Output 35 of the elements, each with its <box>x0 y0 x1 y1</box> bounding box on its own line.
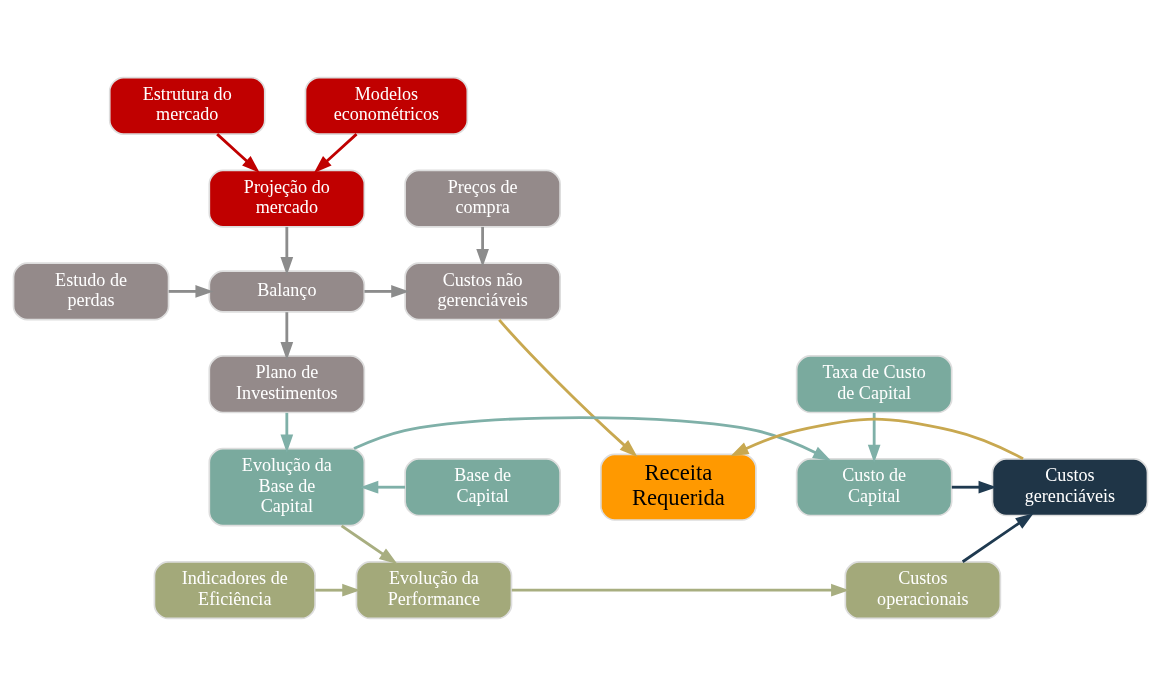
arrow <box>353 415 832 461</box>
arrow <box>216 132 260 173</box>
node-box: Custos não gerenciáveis <box>404 261 561 321</box>
node-box: Receita Requerida <box>600 453 757 521</box>
arrow <box>360 480 406 494</box>
arrow <box>340 524 398 564</box>
arrow <box>730 417 1024 460</box>
arrow <box>280 311 294 360</box>
node-box: Base de Capital <box>404 457 561 516</box>
arrow <box>498 318 638 457</box>
node-box: Custo de Capital <box>795 457 953 516</box>
arrow <box>315 583 361 597</box>
node-box: Evolução da Base de Capital <box>208 447 366 526</box>
node-box: Plano de Investimentos <box>208 354 366 413</box>
node-box: Custos operacionais <box>844 560 1002 619</box>
arrow <box>476 226 489 267</box>
arrow <box>867 412 881 463</box>
node-box: Modelos econométricos <box>304 76 469 135</box>
node-box: Balanço <box>208 269 366 313</box>
arrow <box>961 512 1034 563</box>
arrow <box>168 284 214 298</box>
arrow <box>951 480 997 494</box>
node-box: Evolução da Performance <box>355 560 513 619</box>
node-box: Projeção do mercado <box>208 169 366 228</box>
arrow <box>364 284 410 298</box>
arrow <box>280 226 294 275</box>
arrow <box>280 412 294 453</box>
node-box: Preços de compra <box>404 169 561 228</box>
node-box: Indicadores de Eficiência <box>153 560 316 619</box>
node-box: Taxa de Custo de Capital <box>795 354 953 413</box>
arrow <box>511 583 850 597</box>
arrow <box>313 132 358 173</box>
node-box: Estudo de perdas <box>12 261 170 321</box>
node-box: Custos gerenciáveis <box>991 457 1149 516</box>
node-box: Estrutura do mercado <box>108 76 266 135</box>
